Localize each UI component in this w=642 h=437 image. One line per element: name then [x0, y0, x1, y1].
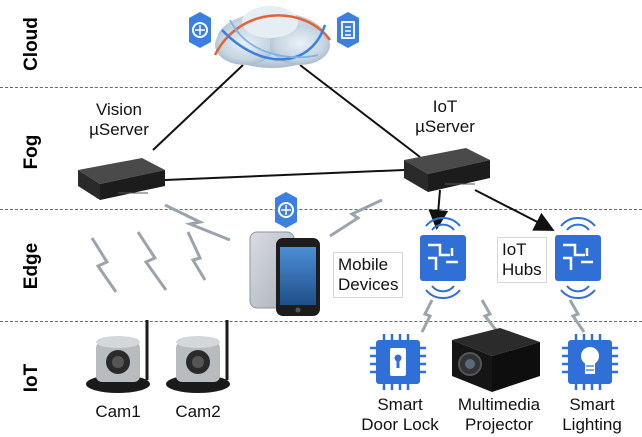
wireless-link-icon [480, 299, 498, 331]
document-list-icon [337, 12, 359, 48]
mobile-devices-label-line2: Devices [338, 275, 399, 294]
link-cloud-iot [299, 64, 421, 158]
door-lock-label: Smart Door Lock [350, 395, 450, 435]
lighting-label-line2: Lighting [562, 415, 622, 434]
wireless-link-icon [164, 203, 231, 242]
vision-server-device [78, 158, 165, 200]
door-lock-label-line1: Smart [377, 395, 423, 414]
link-cloud-vision [152, 64, 244, 151]
iot-hubs-label-line1: IoT [502, 240, 527, 259]
wireless-link-icon [136, 231, 168, 291]
iot-hubs-label: IoT Hubs [497, 237, 547, 283]
projector-icon [452, 328, 540, 392]
iot-server-label-line2: µServer [415, 117, 475, 136]
projector-label-line1: Multimedia [457, 395, 541, 414]
smart-lock-chip-icon [370, 334, 426, 390]
mobile-devices-label-line1: Mobile [338, 255, 389, 274]
lighting-label: Smart Lighting [552, 395, 632, 435]
ip-camera-icon [166, 320, 230, 393]
projector-label: Multimedia Projector [444, 395, 554, 435]
arrow-iot-hub2 [474, 189, 555, 231]
edge-iot-divider [0, 321, 642, 322]
mobile-devices-label: Mobile Devices [333, 252, 404, 298]
cam2-label: Cam2 [175, 402, 221, 421]
iot-hub-chip-icon [420, 216, 466, 300]
ip-camera-icon [86, 320, 150, 393]
wireless-link-icon [420, 299, 434, 333]
vision-server-label-line2: µServer [89, 120, 149, 139]
iot-hub-chip-icon [555, 216, 601, 300]
wireless-link-icon [90, 237, 118, 293]
wireless-link-icon [329, 198, 383, 238]
wireless-links [90, 198, 586, 333]
iot-server-label: IoT µServer [400, 97, 490, 137]
iot-hubs-label-line2: Hubs [502, 260, 542, 279]
smartphone-icon [249, 231, 320, 316]
iot-server-device [404, 148, 490, 192]
vision-server-label-line1: Vision [96, 100, 142, 119]
wireless-link-icon [568, 299, 586, 333]
projector-label-line2: Projector [464, 415, 534, 434]
wireless-link-icon [186, 231, 207, 281]
ai-brain-icon [275, 192, 297, 228]
light-bulb-chip-icon [562, 334, 618, 390]
arrow-iot-hub1 [428, 189, 449, 230]
cloud-fog-divider [0, 87, 642, 88]
connections [152, 64, 555, 231]
cloud-icon [213, 6, 332, 68]
link-vision-iot [164, 169, 405, 181]
door-lock-label-line2: Door Lock [361, 415, 439, 434]
iot-server-label-line1: IoT [432, 97, 458, 116]
fog-edge-divider [0, 209, 642, 210]
vision-server-label: Vision µServer [74, 100, 164, 140]
ai-brain-icon [189, 12, 211, 48]
cam1-label: Cam1 [95, 402, 141, 421]
lighting-label-line1: Smart [569, 395, 615, 414]
